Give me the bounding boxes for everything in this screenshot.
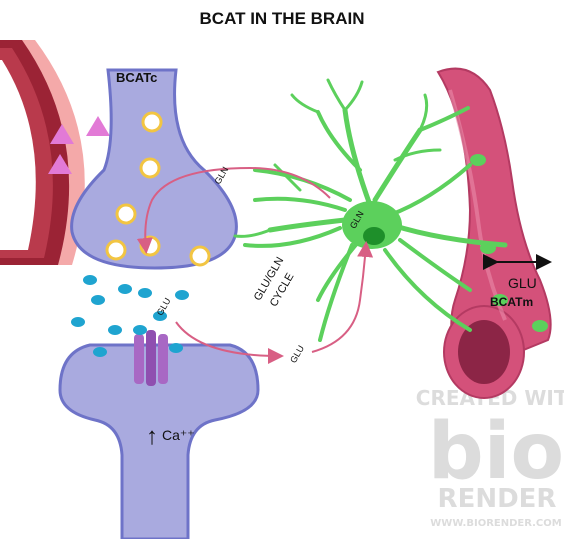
synaptic-vesicle [117, 205, 135, 223]
glutamate-dot [175, 290, 189, 300]
glutamate-dot [133, 325, 147, 335]
right-blood-vessel [438, 69, 551, 398]
calcium-arrow: ↑ [146, 423, 158, 450]
glutamate-dot [91, 295, 105, 305]
glutamate-dot [138, 288, 152, 298]
watermark-url: WWW.BIORENDER.COM [430, 518, 561, 529]
glutamate-dot [83, 275, 97, 285]
glutamate-receptor [134, 330, 168, 386]
bcatm-label: BCATm [490, 295, 533, 309]
glu-label-cleft: GLU [155, 296, 173, 317]
synaptic-vesicle [107, 241, 125, 259]
calcium-label: Ca⁺⁺ [162, 427, 195, 443]
bcatc-label: BCATc [116, 70, 157, 85]
watermark-line2: RENDER [438, 484, 557, 514]
glu-label-vessel: GLU [508, 275, 537, 291]
glutamate-dot [108, 325, 122, 335]
bcatc-triangle [86, 116, 110, 136]
astrocyte-nucleus [363, 227, 385, 245]
biorender-watermark: CREATED WITH bio RENDER WWW.BIORENDER.CO… [416, 386, 564, 529]
synaptic-vesicle [191, 247, 209, 265]
glutamate-dot [93, 347, 107, 357]
synaptic-vesicle [143, 113, 161, 131]
glutamate-dot [71, 317, 85, 327]
presynaptic-terminal [72, 70, 237, 268]
glutamate-dot [118, 284, 132, 294]
synaptic-vesicle [141, 237, 159, 255]
glu-label-astrocyte: GLU [288, 344, 306, 365]
postsynaptic-neuron [60, 330, 258, 539]
synaptic-vesicle [141, 159, 159, 177]
glutamate-dot [169, 343, 183, 353]
